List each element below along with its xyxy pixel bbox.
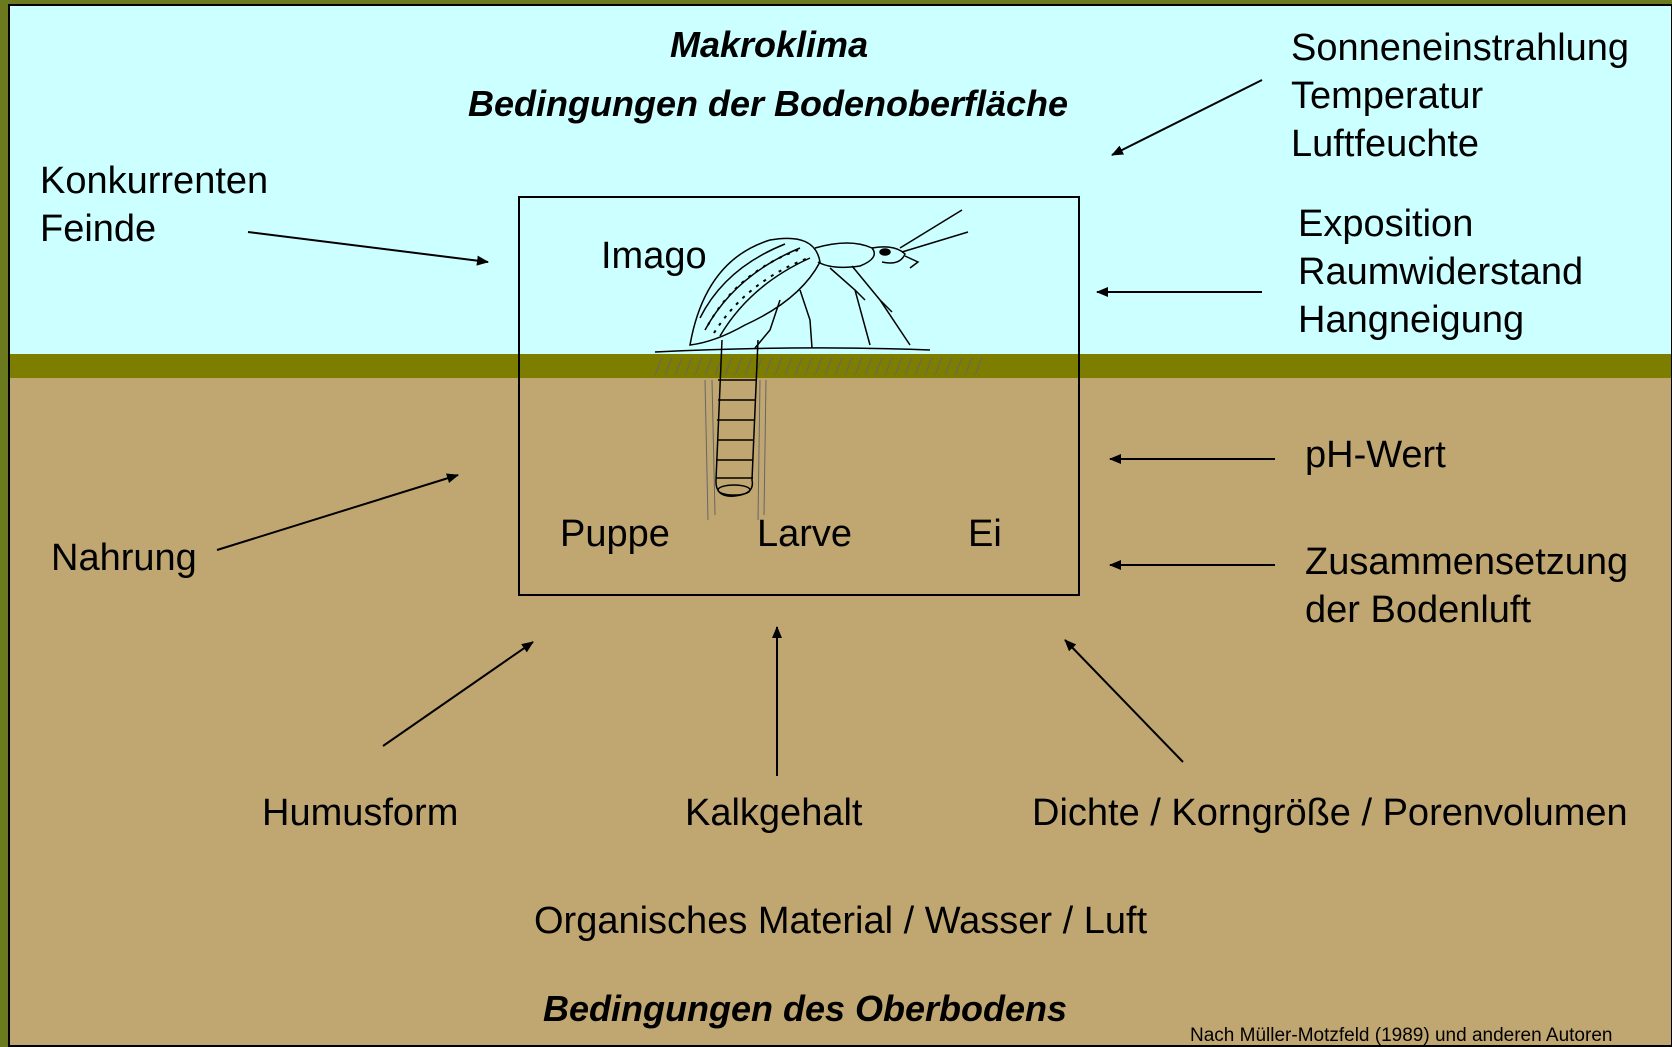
diagram-frame (8, 4, 1672, 1047)
